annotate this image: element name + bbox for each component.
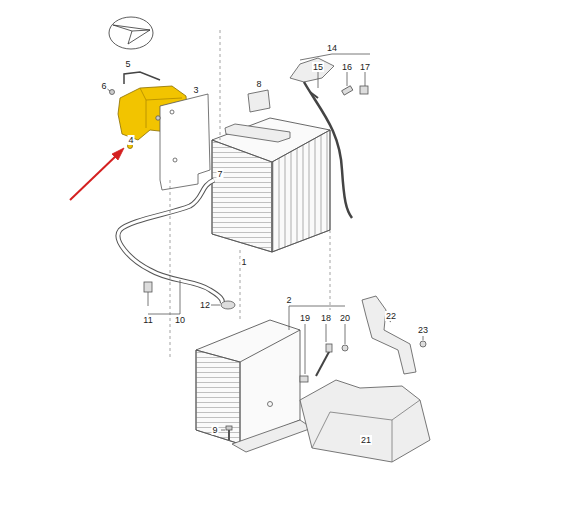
callout-number: 19 <box>299 313 311 323</box>
callout-number: 18 <box>320 313 332 323</box>
callout-number: 5 <box>124 59 131 69</box>
callout-number: 4 <box>127 135 134 145</box>
callout-number: 16 <box>341 62 353 72</box>
callout-number: 8 <box>255 79 262 89</box>
callout-number: 12 <box>199 300 211 310</box>
callout-number: 17 <box>359 62 371 72</box>
battery-tray <box>196 320 312 452</box>
callout-number: 2 <box>285 295 292 305</box>
callout-number: 3 <box>192 85 199 95</box>
callout-number: 6 <box>100 81 107 91</box>
battery-body <box>212 118 330 252</box>
orientation-icon <box>109 17 153 49</box>
callout-number: 23 <box>417 325 429 335</box>
callout-number: 14 <box>326 43 338 53</box>
callout-number: 7 <box>216 169 223 179</box>
callout-number: 9 <box>211 425 218 435</box>
callout-number: 22 <box>385 311 397 321</box>
callout-number: 20 <box>339 313 351 323</box>
callout-number: 11 <box>142 315 153 325</box>
callout-number: 21 <box>360 435 372 445</box>
callout-number: 10 <box>174 315 186 325</box>
callout-number: 15 <box>312 62 324 72</box>
callout-number: 1 <box>240 257 247 267</box>
